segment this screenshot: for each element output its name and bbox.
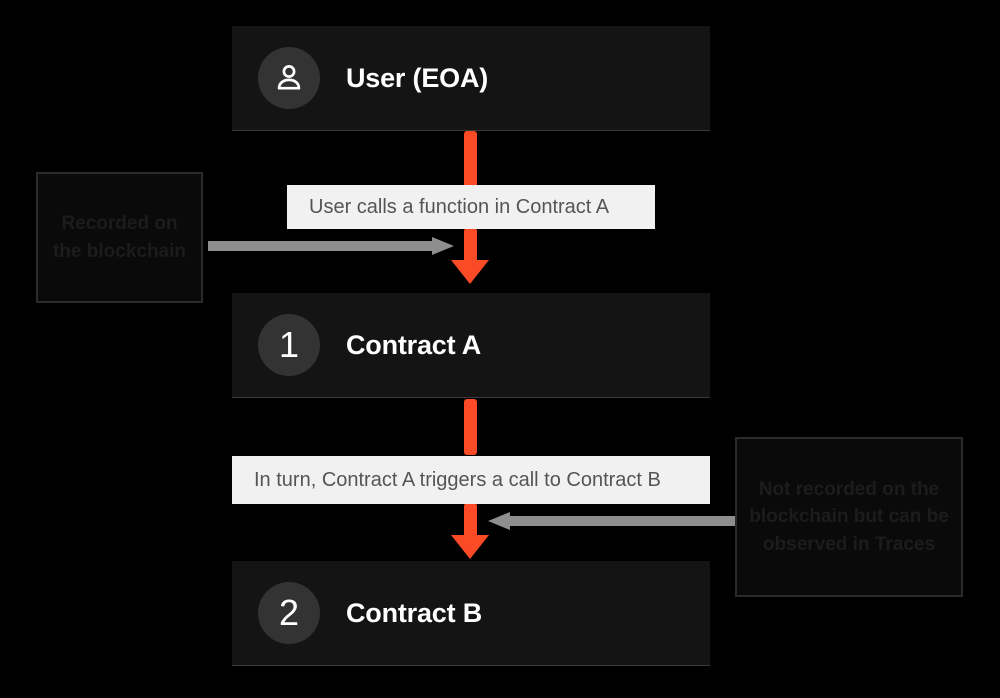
gray-arrow-left-arrowhead	[432, 237, 454, 255]
connector-user-to-a-arrowhead	[451, 260, 489, 284]
gray-arrow-left-shaft	[208, 241, 434, 251]
caption-user-calls-contract-a: User calls a function in Contract A	[287, 185, 655, 229]
node-contract-b[interactable]: 2 Contract B	[232, 561, 710, 666]
node-contract-a[interactable]: 1 Contract A	[232, 293, 710, 398]
node-user-avatar	[258, 47, 320, 109]
annotation-not-recorded-on-blockchain: Not recorded on the blockchain but can b…	[735, 437, 963, 597]
node-contract-b-step-badge: 2	[258, 582, 320, 644]
node-user[interactable]: User (EOA)	[232, 26, 710, 131]
node-contract-a-step-badge: 1	[258, 314, 320, 376]
node-user-label: User (EOA)	[346, 62, 489, 93]
gray-arrow-right-arrowhead	[488, 512, 510, 530]
node-contract-b-number: 2	[278, 592, 300, 633]
node-contract-a-number: 1	[278, 324, 300, 365]
node-contract-a-label: Contract A	[346, 329, 482, 360]
caption-user-calls-contract-a-text: User calls a function in Contract A	[309, 195, 610, 218]
gray-arrow-right	[488, 512, 736, 530]
person-icon	[277, 65, 301, 90]
connector-a-to-b-stem-upper	[464, 399, 477, 455]
gray-arrow-left	[208, 237, 456, 255]
connector-a-to-b-stem-lower	[464, 503, 477, 541]
caption-contract-a-triggers-contract-b: In turn, Contract A triggers a call to C…	[232, 456, 710, 504]
caption-contract-a-triggers-contract-b-text: In turn, Contract A triggers a call to C…	[254, 468, 661, 491]
connector-user-to-a-stem-upper	[464, 131, 477, 187]
connector-user-to-a-stem-lower	[464, 228, 477, 266]
annotation-recorded-on-blockchain-text: Recorded on the blockchain	[52, 212, 187, 262]
node-contract-b-label: Contract B	[346, 597, 483, 628]
annotation-not-recorded-on-blockchain-text: Not recorded on the blockchain but can b…	[749, 478, 949, 555]
connector-a-to-b-arrowhead	[451, 535, 489, 559]
gray-arrow-right-shaft	[510, 516, 736, 526]
annotation-recorded-on-blockchain: Recorded on the blockchain	[36, 172, 203, 303]
